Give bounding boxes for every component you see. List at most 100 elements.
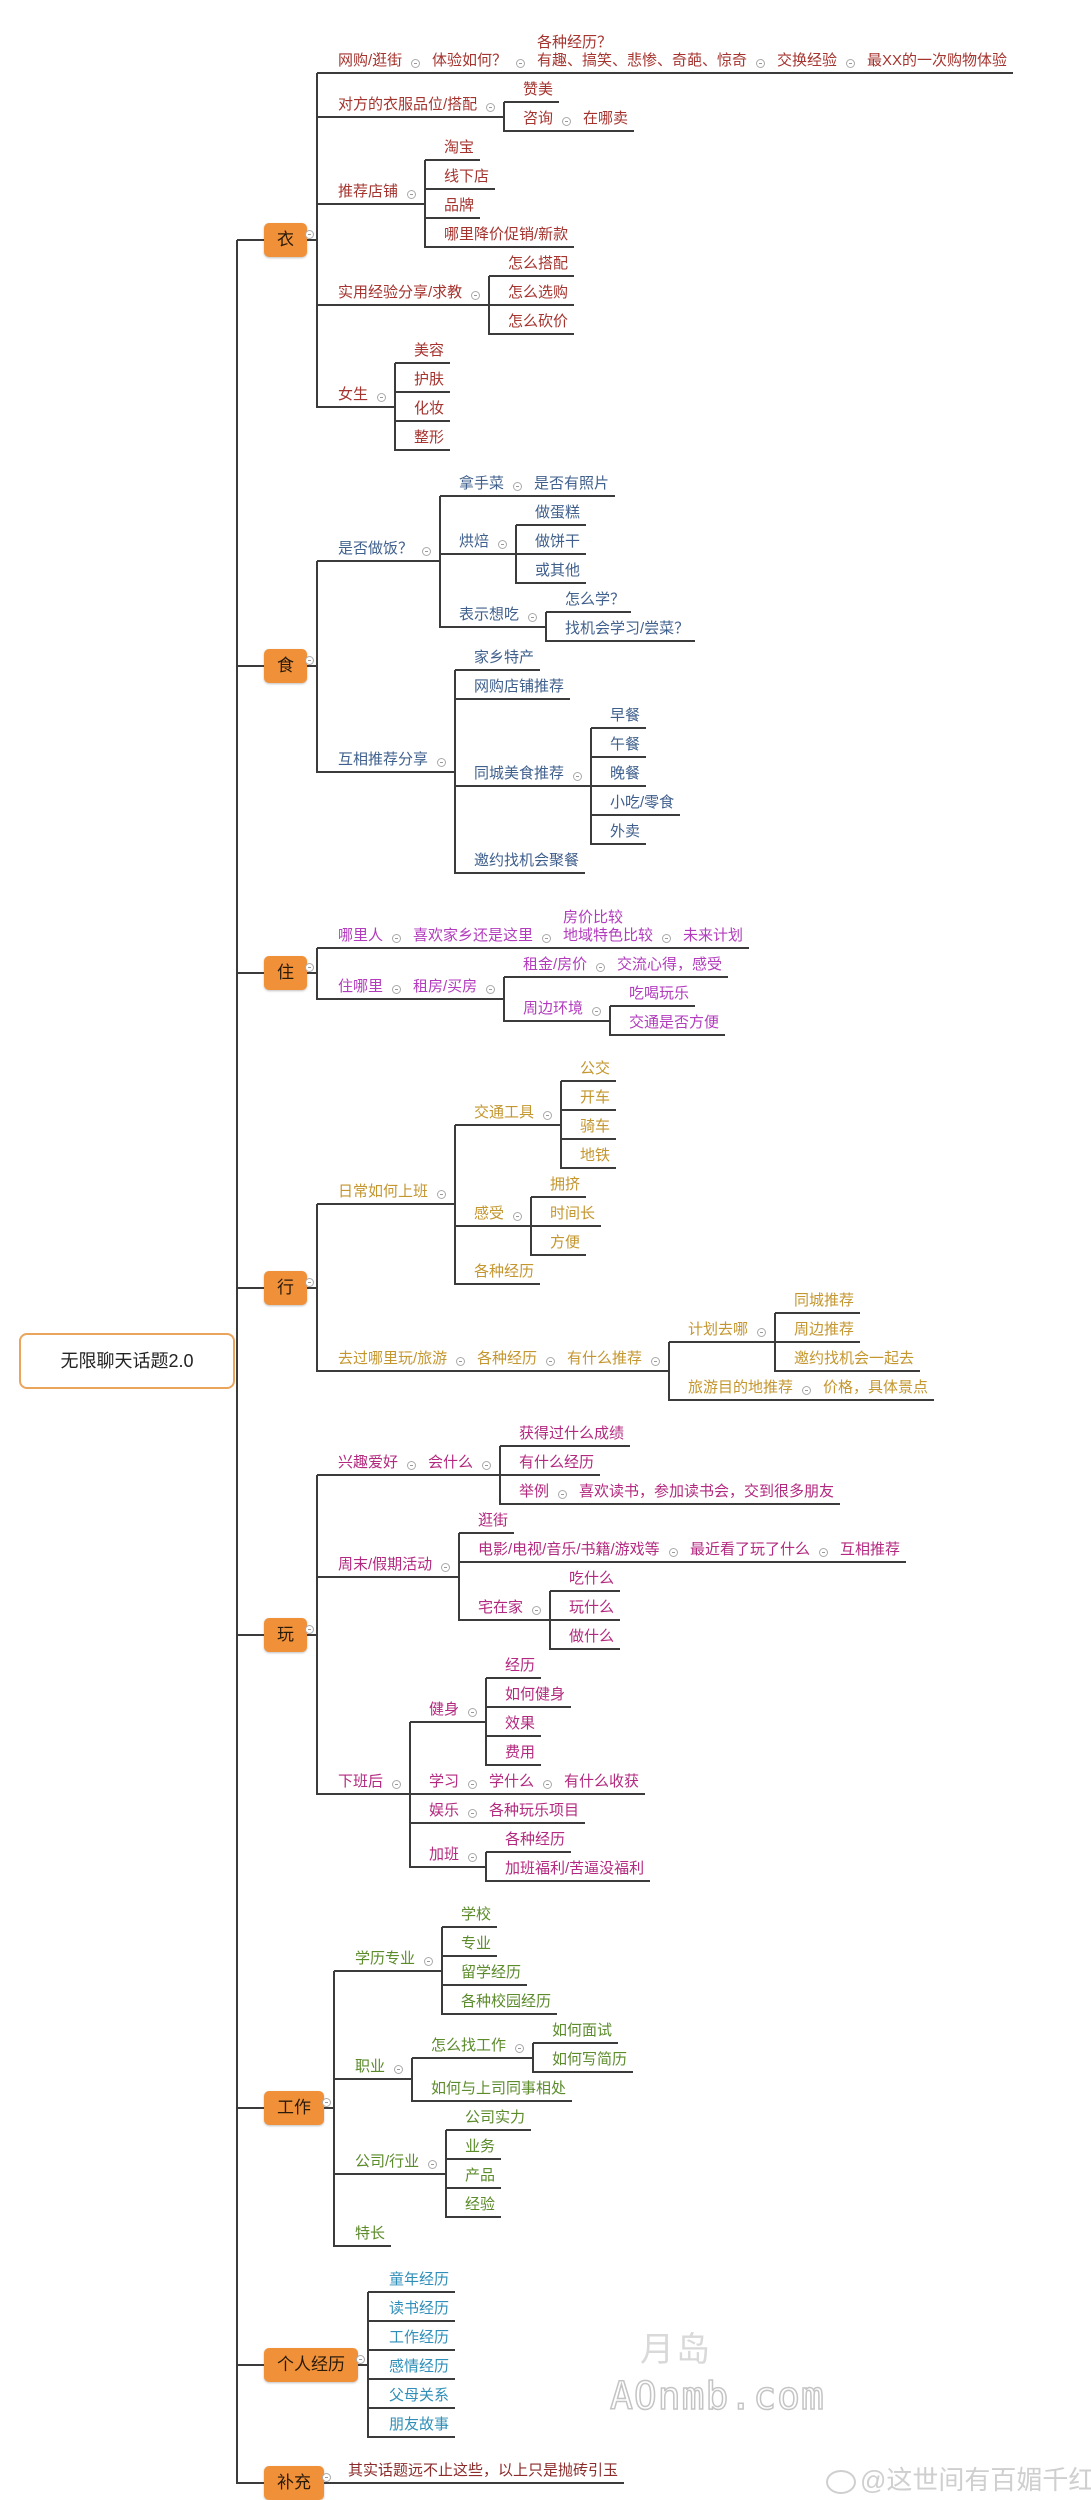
- topic-node[interactable]: 哪里人: [338, 927, 384, 944]
- topic-node[interactable]: 推荐店铺: [338, 182, 399, 200]
- topic-node[interactable]: 旅游目的地推荐: [688, 1379, 794, 1396]
- collapse-toggle-icon[interactable]: [757, 1328, 766, 1337]
- collapse-toggle-icon[interactable]: [486, 102, 495, 112]
- topic-node[interactable]: 赞美: [523, 81, 554, 98]
- collapse-toggle-icon[interactable]: [558, 1490, 567, 1499]
- category-node[interactable]: 个人经历: [264, 2347, 358, 2382]
- topic-node[interactable]: 公司/行业: [355, 2152, 420, 2170]
- collapse-toggle-icon[interactable]: [305, 656, 314, 666]
- collapse-toggle-icon[interactable]: [411, 59, 420, 68]
- collapse-toggle-icon[interactable]: [669, 1548, 678, 1557]
- topic-node[interactable]: 加班: [429, 1845, 460, 1863]
- topic-node[interactable]: 在哪卖: [583, 110, 629, 127]
- topic-node[interactable]: 或其他: [535, 562, 581, 579]
- collapse-toggle-icon[interactable]: [456, 1357, 465, 1366]
- collapse-toggle-icon[interactable]: [468, 1780, 477, 1789]
- topic-node[interactable]: 如何与上司同事相处: [431, 2080, 567, 2097]
- collapse-toggle-icon[interactable]: [592, 1006, 601, 1016]
- topic-node[interactable]: 朋友故事: [389, 2416, 450, 2433]
- topic-node[interactable]: 烘焙: [459, 533, 490, 550]
- collapse-toggle-icon[interactable]: [756, 59, 765, 68]
- topic-node[interactable]: 工作经历: [389, 2329, 450, 2346]
- collapse-toggle-icon[interactable]: [407, 1461, 416, 1470]
- topic-node[interactable]: 最近看了玩了什么: [690, 1541, 811, 1558]
- collapse-toggle-icon[interactable]: [573, 772, 582, 781]
- topic-node[interactable]: 同城推荐: [794, 1292, 855, 1309]
- topic-node[interactable]: 互相推荐分享: [338, 750, 429, 768]
- topic-node[interactable]: 午餐: [610, 736, 641, 753]
- topic-node[interactable]: 公交: [580, 1060, 611, 1077]
- topic-node[interactable]: 线下店: [444, 168, 490, 185]
- topic-node[interactable]: 早餐: [610, 707, 641, 724]
- topic-node[interactable]: 租房/买房: [413, 977, 478, 995]
- topic-node[interactable]: 计划去哪: [688, 1321, 749, 1338]
- topic-node[interactable]: 租金/房价: [523, 956, 588, 973]
- root-topic[interactable]: 无限聊天话题2.0: [19, 1333, 235, 1390]
- topic-node[interactable]: 各种校园经历: [461, 1993, 552, 2010]
- topic-node[interactable]: 各种经历？ 有趣、搞笑、悲惨、奇葩、惊奇: [537, 34, 748, 69]
- topic-node[interactable]: 拿手菜: [459, 475, 505, 492]
- topic-node[interactable]: 同城美食推荐: [474, 765, 565, 782]
- topic-node[interactable]: 经验: [465, 2196, 496, 2213]
- collapse-toggle-icon[interactable]: [662, 934, 671, 943]
- collapse-toggle-icon[interactable]: [562, 117, 571, 126]
- topic-node[interactable]: 各种经历: [477, 1350, 538, 1367]
- topic-node[interactable]: 怎么搭配: [508, 255, 569, 272]
- collapse-toggle-icon[interactable]: [846, 59, 855, 68]
- topic-node[interactable]: 怎么选购: [508, 284, 569, 301]
- topic-node[interactable]: 有什么收获: [564, 1773, 640, 1790]
- topic-node[interactable]: 品牌: [444, 197, 475, 214]
- collapse-toggle-icon[interactable]: [392, 934, 401, 943]
- collapse-toggle-icon[interactable]: [322, 2473, 331, 2482]
- topic-node[interactable]: 美容: [414, 342, 445, 359]
- topic-node[interactable]: 吃什么: [569, 1570, 615, 1587]
- collapse-toggle-icon[interactable]: [471, 291, 480, 300]
- topic-node[interactable]: 如何健身: [505, 1686, 566, 1703]
- topic-node[interactable]: 宅在家: [478, 1599, 524, 1616]
- topic-node[interactable]: 童年经历: [389, 2271, 450, 2288]
- topic-node[interactable]: 外卖: [610, 823, 641, 840]
- topic-node[interactable]: 交通工具: [474, 1103, 535, 1121]
- topic-node[interactable]: 读书经历: [389, 2300, 450, 2317]
- topic-node[interactable]: 学习: [429, 1773, 460, 1790]
- collapse-toggle-icon[interactable]: [486, 984, 495, 994]
- collapse-toggle-icon[interactable]: [441, 1562, 450, 1572]
- topic-node[interactable]: 找机会学习/尝菜？: [565, 620, 690, 637]
- topic-node[interactable]: 学什么: [489, 1773, 535, 1790]
- topic-node[interactable]: 化妆: [414, 400, 445, 417]
- topic-node[interactable]: 会什么: [428, 1454, 474, 1471]
- topic-node[interactable]: 玩什么: [569, 1599, 615, 1616]
- topic-node[interactable]: 做什么: [569, 1628, 615, 1645]
- topic-node[interactable]: 如何写简历: [552, 2051, 628, 2068]
- topic-node[interactable]: 未来计划: [683, 927, 744, 944]
- collapse-toggle-icon[interactable]: [468, 1809, 477, 1818]
- topic-node[interactable]: 下班后: [338, 1773, 384, 1790]
- topic-node[interactable]: 表示想吃: [459, 605, 520, 623]
- topic-node[interactable]: 去过哪里玩/旅游: [338, 1350, 448, 1367]
- topic-node[interactable]: 加班福利/苦逼没福利: [505, 1860, 645, 1877]
- topic-node[interactable]: 骑车: [580, 1118, 611, 1135]
- topic-node[interactable]: 喜欢读书，参加读书会，交到很多朋友: [579, 1483, 835, 1500]
- topic-node[interactable]: 各种经历: [505, 1831, 566, 1848]
- category-node[interactable]: 住: [264, 956, 307, 991]
- topic-node[interactable]: 周边推荐: [794, 1321, 855, 1338]
- collapse-toggle-icon[interactable]: [468, 1707, 477, 1717]
- collapse-toggle-icon[interactable]: [305, 1277, 314, 1287]
- topic-node[interactable]: 家乡特产: [474, 649, 535, 666]
- topic-node[interactable]: 交换经验: [777, 52, 838, 69]
- topic-node[interactable]: 费用: [505, 1744, 536, 1761]
- topic-node[interactable]: 是否有照片: [534, 475, 610, 492]
- topic-node[interactable]: 健身: [429, 1700, 460, 1718]
- topic-node[interactable]: 感情经历: [389, 2358, 450, 2375]
- topic-node[interactable]: 学校: [461, 1906, 492, 1923]
- category-node[interactable]: 工作: [264, 2091, 324, 2126]
- topic-node[interactable]: 是否做饭？: [338, 540, 414, 558]
- collapse-toggle-icon[interactable]: [513, 1212, 522, 1221]
- topic-node[interactable]: 逛街: [478, 1512, 509, 1529]
- topic-node[interactable]: 时间长: [550, 1205, 596, 1222]
- topic-node[interactable]: 邀约找机会聚餐: [474, 852, 580, 869]
- topic-node[interactable]: 做蛋糕: [535, 504, 581, 521]
- topic-node[interactable]: 各种玩乐项目: [489, 1802, 580, 1819]
- category-node[interactable]: 补充: [264, 2466, 324, 2500]
- collapse-toggle-icon[interactable]: [437, 757, 446, 767]
